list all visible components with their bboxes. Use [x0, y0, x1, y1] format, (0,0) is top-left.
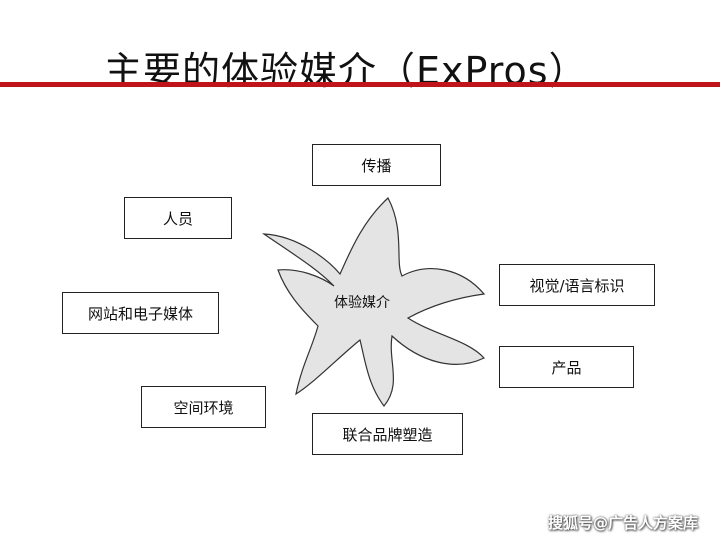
- node-people: 人员: [124, 197, 232, 239]
- center-label: 体验媒介: [334, 295, 390, 311]
- node-communication: 传播: [312, 144, 441, 186]
- watermark-text: 搜狐号@广告人方案库: [548, 514, 699, 532]
- node-co-branding: 联合品牌塑造: [312, 413, 463, 455]
- title-underline: [0, 82, 720, 87]
- node-website-electronic-media: 网站和电子媒体: [62, 292, 219, 334]
- star-shape-path: [261, 197, 486, 407]
- node-spatial-environment: 空间环境: [141, 386, 266, 428]
- node-product: 产品: [499, 346, 634, 388]
- node-visual-verbal-identity: 视觉/语言标识: [499, 264, 655, 306]
